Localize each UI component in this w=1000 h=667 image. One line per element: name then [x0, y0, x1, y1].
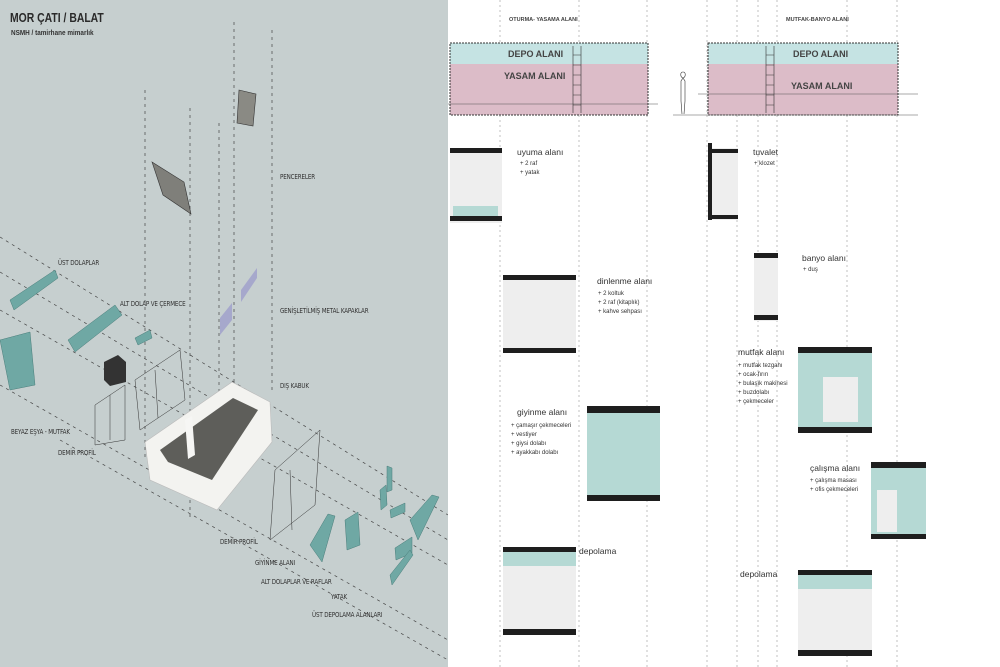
shell-partition [185, 416, 195, 459]
project-subtitle: NSMH / tamirhane mimarlık [11, 28, 94, 37]
section-title-depolama: depolama [740, 569, 778, 579]
section-title-banyo: banyo alanı [802, 253, 846, 263]
storage-zone-fill [450, 43, 648, 64]
section-title-calisma: çalışma alanı [810, 463, 861, 473]
elevation-header-kitchen: MUTFAK-BANYO ALANI [786, 17, 849, 23]
zone-living: YASAM ALANI [791, 81, 853, 91]
cabinet-blocks [0, 269, 440, 586]
section-title-uyuma: uyuma alanı [517, 147, 564, 157]
human-scale-figure [680, 71, 686, 115]
label-metal-covers: GENİŞLETİLMİŞ METAL KAPAKLAR [280, 307, 369, 315]
exploded-axonometric-drawing [0, 22, 448, 661]
living-zone-fill [708, 64, 898, 115]
storage-zone-fill [708, 43, 898, 64]
guide-lines [0, 22, 448, 661]
section-list-calisma: + çalışma masası + ofis çekmeceleri [810, 477, 858, 495]
ladder [765, 46, 775, 113]
living-zone-fill [450, 64, 648, 115]
list-item: + 2 raf [520, 161, 538, 167]
label-windows: PENCERELER [280, 173, 315, 181]
section-drawings [448, 0, 926, 667]
section-title-dinlenme: dinlenme alanı [597, 276, 653, 286]
label-appliances: BEYAZ EŞYA - MUTFAK [11, 428, 70, 436]
list-item: + vestiyer [511, 432, 537, 438]
list-item: + ocak-fırın [738, 372, 769, 378]
list-item: + buzdolabı [738, 390, 770, 396]
list-item: + çamaşır çekmeceleri [511, 423, 572, 429]
list-item: + bulaşık makinesi [738, 381, 788, 387]
section-list-mutfak: + mutfak tezgahı + ocak-fırın + bulaşık ma… [738, 362, 788, 407]
section-list-banyo: + duş [803, 266, 818, 275]
section-list-tuvalet: + klozet [754, 160, 775, 169]
list-item: + çalışma masası [810, 478, 857, 484]
list-item: + 2 raf (kitaplık) [598, 300, 640, 306]
list-item: + kahve sehpası [598, 309, 642, 315]
list-item: + çekmeceler [738, 399, 774, 405]
metal-cover [241, 268, 257, 302]
section-title-mutfak: mutfak alanı [738, 347, 785, 357]
zone-storage: DEPO ALANI [508, 49, 564, 59]
shell-floor [160, 398, 258, 480]
elevation-header-living: OTURMA- YASAMA ALANI [509, 17, 578, 23]
section-boxes [450, 143, 926, 656]
section-title-giyinme: giyinme alanı [517, 407, 568, 417]
section-title-depolama: depolama [579, 546, 617, 556]
zone-living: YASAM ALANI [504, 71, 566, 81]
list-item: + ofis çekmeceleri [810, 487, 859, 493]
list-item: + giysi dolabı [511, 441, 547, 447]
window-panel [236, 89, 257, 127]
section-list-uyuma: + 2 raf + yatak [520, 160, 540, 178]
list-item: + 2 koltuk [598, 291, 624, 297]
section-title-tuvalet: tuvalet [753, 147, 779, 157]
ladder [572, 46, 582, 113]
label-outer-shell: DIŞ KABUK [280, 382, 309, 390]
iron-profile-frames [94, 349, 321, 541]
label-dressing: GİYİNME ALANI [255, 559, 296, 567]
section-list-dinlenme: + 2 koltuk + 2 raf (kitaplık) + kahve sehp… [598, 290, 642, 317]
label-upper-cabinets: ÜST DOLAPLAR [58, 259, 100, 267]
list-item: + yatak [520, 170, 540, 176]
list-item: + ayakkabı dolabı [511, 450, 559, 456]
metal-cover [220, 303, 232, 335]
label-lower-cabinet: ALT DOLAP VE ÇERMECE [120, 300, 186, 308]
label-bed: YATAK [331, 593, 348, 601]
axonometric-panel: MOR ÇATI / BALAT NSMH / tamirhane mimarl… [0, 0, 448, 667]
project-title: MOR ÇATI / BALAT [10, 10, 104, 25]
list-item: + klozet [754, 161, 775, 167]
label-iron-profile: DEMİR PROFİL [58, 449, 96, 457]
sections-panel: OTURMA- YASAMA ALANI MUTFAK-BANYO ALANI … [448, 0, 1000, 667]
label-iron-profile: DEMİR PROFİL [220, 538, 258, 546]
list-item: + duş [803, 267, 818, 273]
list-item: + mutfak tezgahı [738, 363, 783, 369]
window-panel [151, 161, 192, 215]
label-lower-shelves: ALT DOLAPLAR VE RAFLAR [261, 578, 332, 586]
section-list-giyinme: + çamaşır çekmeceleri + vestiyer + giysi d… [511, 422, 571, 458]
appliance-block [104, 355, 126, 386]
elevation-outline [449, 42, 649, 116]
zone-storage: DEPO ALANI [793, 49, 849, 59]
label-upper-storage: ÜST DEPOLAMA ALANLARI [312, 611, 383, 619]
